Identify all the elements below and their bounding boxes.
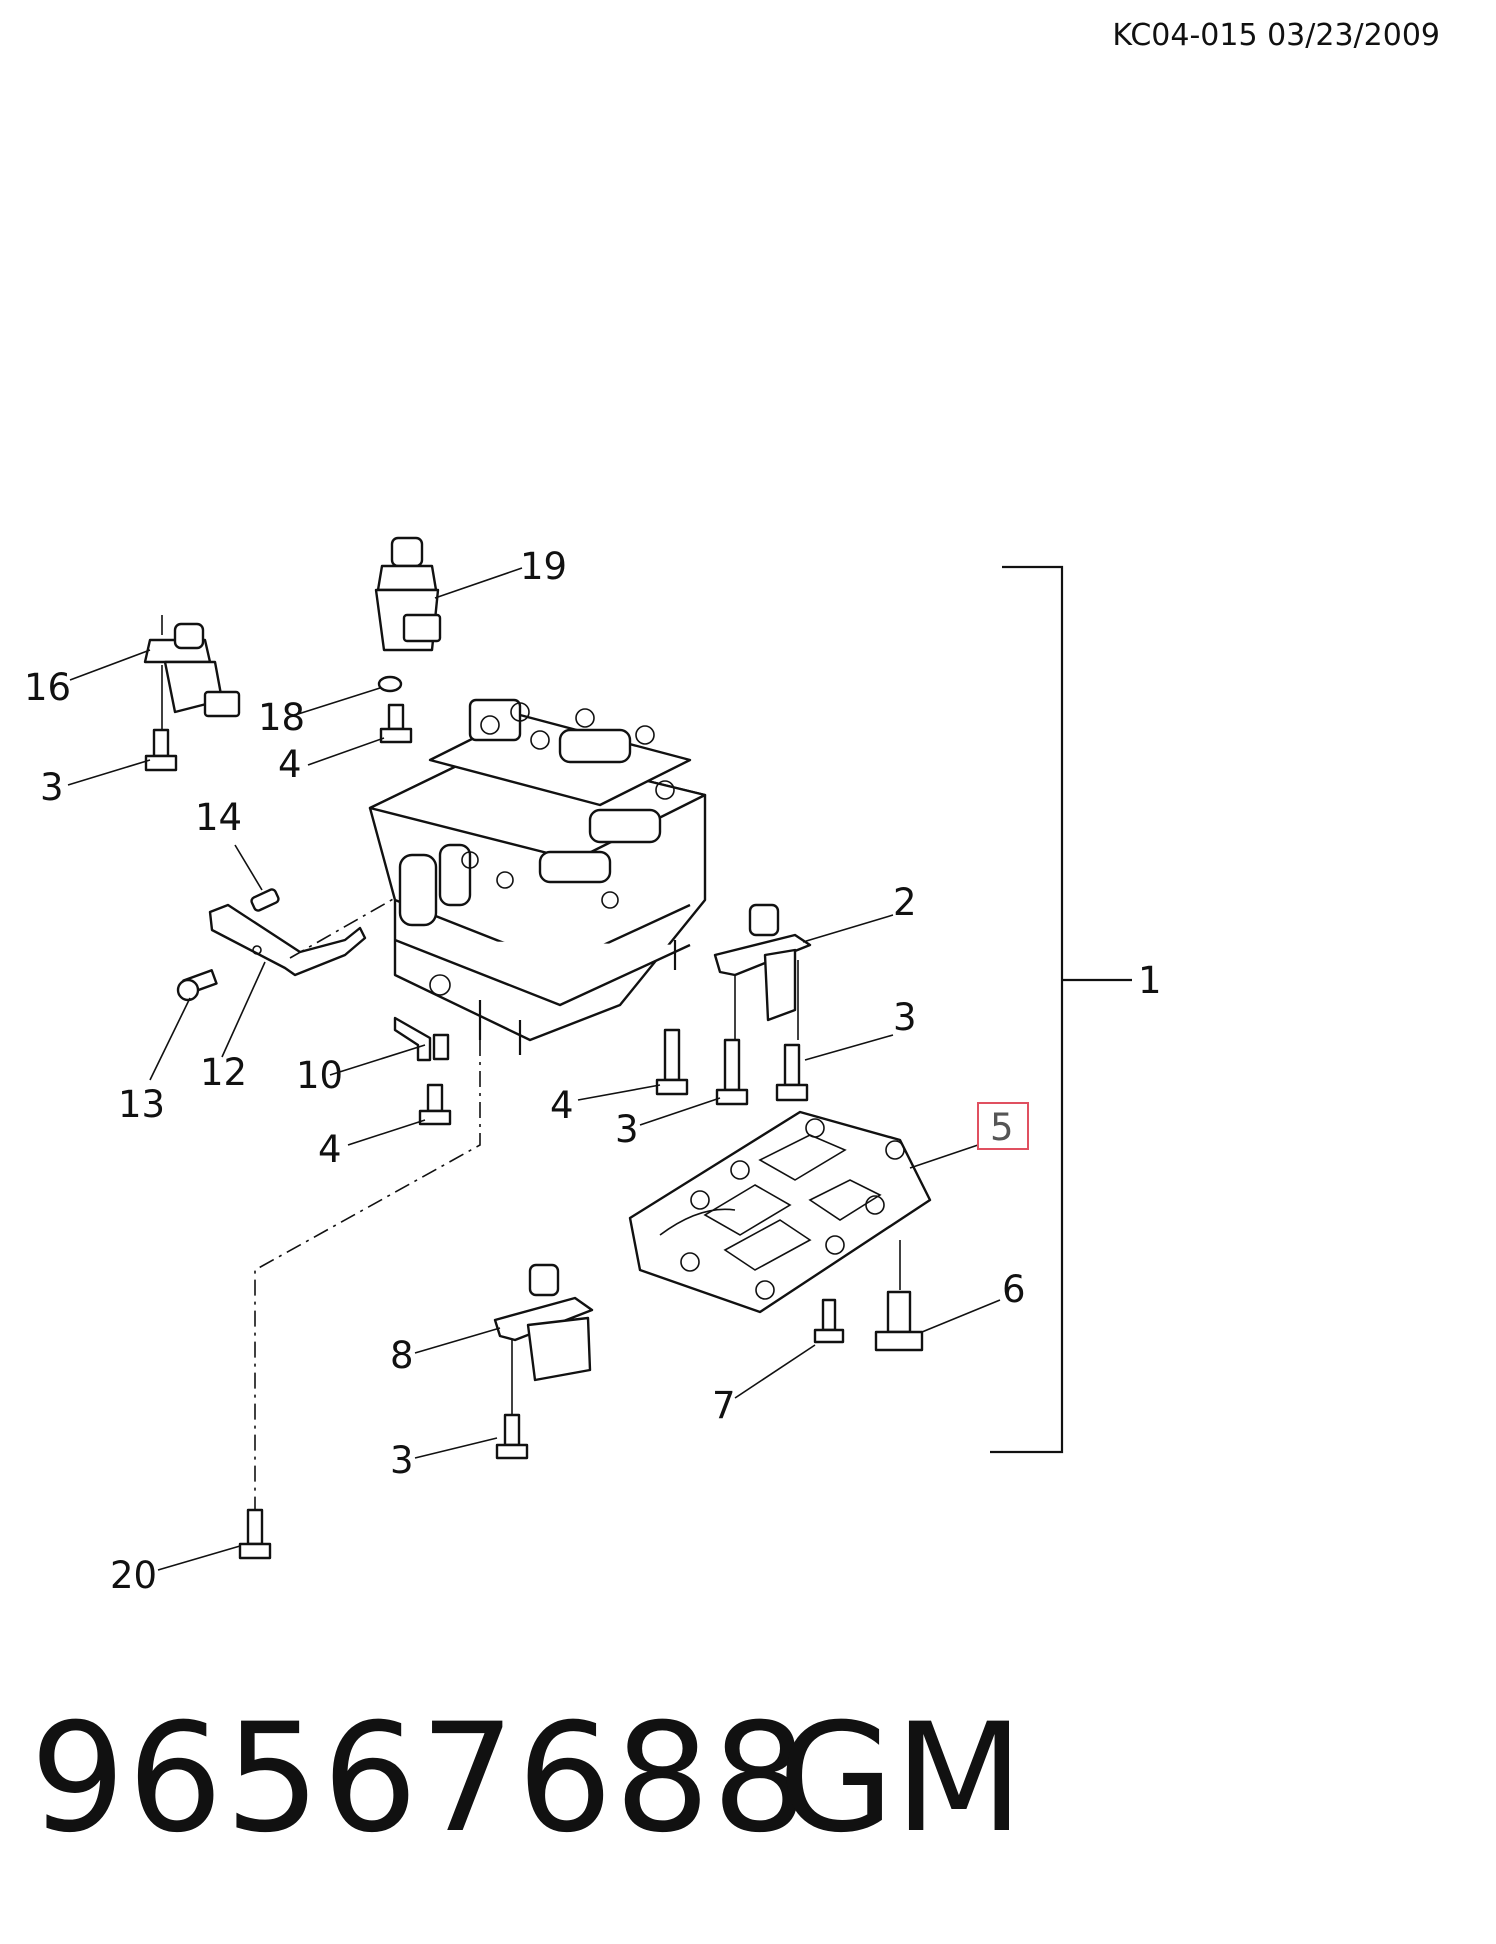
solenoid-8: [493, 1263, 594, 1415]
highlight-box: [977, 1102, 1029, 1150]
bolt-4-lower-left: [418, 1083, 452, 1126]
pin-14: [250, 888, 280, 912]
bolt-4-center: [655, 1028, 689, 1096]
leader-lines: [67, 567, 1001, 1571]
callout-7: 7: [712, 1384, 736, 1427]
clip-10: [393, 1016, 450, 1062]
bolt-3-lower: [495, 1413, 529, 1460]
bolt-7: [813, 1298, 845, 1344]
callout-19: 19: [520, 545, 567, 588]
bolt-6: [874, 1290, 924, 1352]
callout-13: 13: [118, 1083, 165, 1126]
bolt-3-center: [715, 1038, 749, 1106]
bolt-20: [238, 1508, 272, 1560]
callout-14: 14: [195, 796, 242, 839]
callout-18: 18: [258, 696, 305, 739]
part-number: 96567688: [30, 1692, 810, 1866]
callout-4-lower-left: 4: [318, 1128, 342, 1171]
assembly-bracket: [990, 565, 1132, 1454]
callout-5: 5: [990, 1106, 1014, 1149]
bracket-12: [208, 897, 396, 977]
callout-10: 10: [296, 1054, 343, 1097]
callout-16: 16: [24, 666, 71, 709]
document-reference: KC04-015 03/23/2009: [1112, 18, 1440, 53]
callout-3-upper-left: 3: [40, 766, 64, 809]
plate-5: [628, 1110, 932, 1314]
valve-body: [368, 698, 707, 1055]
callout-4-center: 4: [550, 1084, 574, 1127]
callout-8: 8: [390, 1334, 414, 1377]
callout-3-right: 3: [893, 996, 917, 1039]
callout-1: 1: [1138, 959, 1162, 1002]
callout-6: 6: [1002, 1268, 1026, 1311]
callout-12: 12: [200, 1051, 247, 1094]
callout-2: 2: [893, 881, 917, 924]
brand-label: GM: [778, 1692, 1024, 1866]
solenoid-19: [374, 536, 442, 693]
solenoid-16: [143, 615, 241, 740]
solenoid-2: [713, 903, 812, 1060]
callout-20: 20: [110, 1554, 157, 1597]
bolt-13: [176, 969, 218, 1002]
callout-3-lower: 3: [390, 1439, 414, 1482]
bolt-3-right: [775, 1043, 809, 1102]
callout-3-center: 3: [615, 1108, 639, 1151]
callout-4-upper: 4: [278, 743, 302, 786]
bolt-4-upper: [379, 703, 413, 744]
bolt-3-upper-left: [144, 728, 178, 772]
